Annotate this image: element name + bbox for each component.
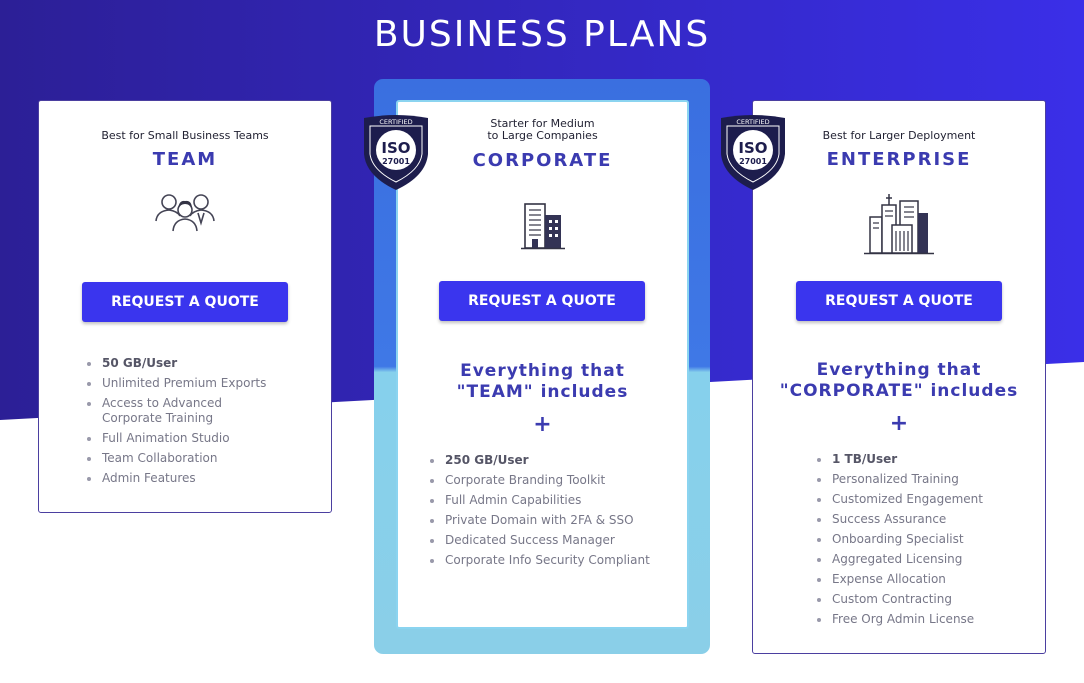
feature-item: Private Domain with 2FA & SSO [430,513,685,528]
feature-item: 250 GB/User [430,453,685,468]
plan-subtitle: Best for Small Business Teams [101,129,269,142]
plan-name: CORPORATE [472,150,613,171]
feature-item: 50 GB/User [87,356,317,371]
request-quote-button-corporate[interactable]: REQUEST A QUOTE [439,281,645,321]
plan-name: ENTERPRISE [826,149,972,170]
team-people-icon [155,194,215,232]
badge-iso-text: ISO [738,139,767,157]
page-title: BUSINESS PLANS [373,14,711,55]
feature-item: Full Animation Studio [87,431,317,446]
request-quote-button-enterprise[interactable]: REQUEST A QUOTE [796,281,1002,321]
plan-card-enterprise: Best for Larger Deployment ENTERPRISE RE… [752,100,1046,654]
iso-certified-badge-icon: CERTIFIED ISO 27001 [364,115,428,190]
feature-item: Full Admin Capabilities [430,493,685,508]
feature-item: Expense Allocation [817,572,1037,587]
feature-item: Dedicated Success Manager [430,533,685,548]
feature-item: Custom Contracting [817,592,1037,607]
feature-item: Corporate Branding Toolkit [430,473,685,488]
plan-name: TEAM [152,149,218,170]
everything-includes-line1: Everything that [460,361,625,381]
everything-includes-line2: "TEAM" includes [456,382,629,402]
badge-iso-text: ISO [381,139,410,157]
feature-item: Free Org Admin License [817,612,1037,627]
feature-item: Corporate Info Security Compliant [430,553,685,568]
feature-item: Access to Advanced Corporate Training [87,396,242,426]
feature-item: Customized Engagement [817,492,1037,507]
plus-sign: + [533,412,552,437]
feature-list: 50 GB/User Unlimited Premium Exports Acc… [87,356,317,491]
request-quote-button-team[interactable]: REQUEST A QUOTE [82,282,288,322]
feature-item: Success Assurance [817,512,1037,527]
everything-includes-line1: Everything that [816,360,982,380]
plan-card-team: Best for Small Business Teams TEAM REQUE… [38,100,332,513]
plan-subtitle-line1: Starter for Medium [490,117,595,130]
feature-item: Team Collaboration [87,451,317,466]
plan-subtitle: Best for Larger Deployment [822,129,976,142]
feature-list: 1 TB/User Personalized Training Customiz… [817,452,1037,632]
badge-certified-text: CERTIFIED [379,118,412,126]
feature-item: 1 TB/User [817,452,1037,467]
badge-number-text: 27001 [382,157,410,166]
badge-number-text: 27001 [739,157,767,166]
plus-sign: + [889,411,909,436]
feature-list: 250 GB/User Corporate Branding Toolkit F… [430,453,685,573]
feature-item: Onboarding Specialist [817,532,1037,547]
city-skyline-icon [864,194,934,255]
plan-subtitle-line2: to Large Companies [487,129,598,142]
badge-certified-text: CERTIFIED [736,118,769,126]
everything-includes-line2: "CORPORATE" includes [779,381,1019,401]
feature-item: Aggregated Licensing [817,552,1037,567]
feature-item: Personalized Training [817,472,1037,487]
office-building-icon [520,203,565,250]
iso-certified-badge-icon: CERTIFIED ISO 27001 [721,115,785,190]
plan-card-corporate: Starter for Medium to Large Companies CO… [396,100,689,629]
feature-item: Unlimited Premium Exports [87,376,317,391]
feature-item: Admin Features [87,471,317,486]
